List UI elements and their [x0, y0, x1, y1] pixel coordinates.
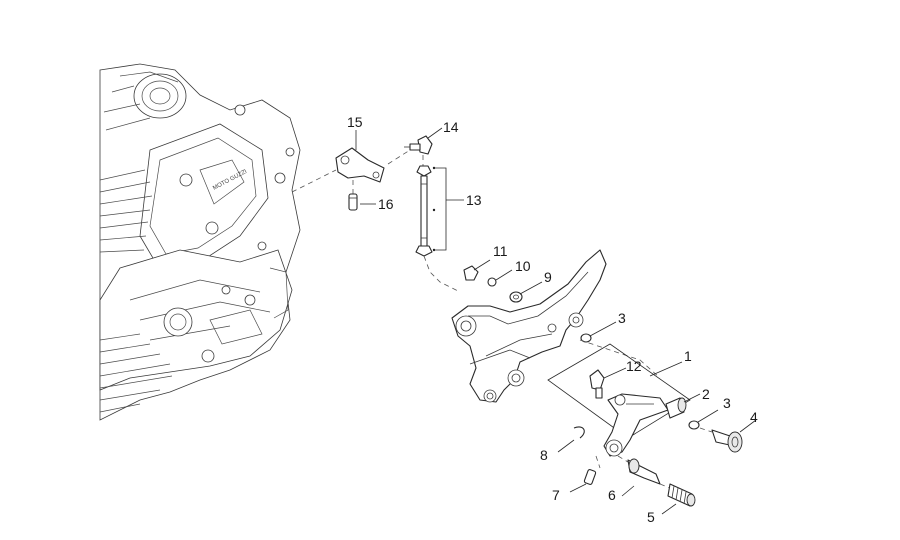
callout-16: 16	[378, 196, 394, 212]
part-7-pin	[569, 455, 601, 493]
part-1-leader	[649, 361, 683, 377]
part-1-group-outline	[547, 343, 691, 439]
callout-12: 12	[626, 358, 642, 374]
engine-assembly: MOTO GUZZI	[99, 63, 301, 421]
callout-14: 14	[443, 119, 459, 135]
callout-10: 10	[515, 258, 531, 274]
callout-3-upper: 3	[618, 310, 626, 326]
footpeg-bracket-plate	[451, 249, 607, 403]
leader-plate-lever	[579, 339, 661, 379]
callout-9: 9	[544, 269, 552, 285]
part-13-shift-rod	[415, 155, 464, 293]
gear-lever-arm	[603, 393, 669, 457]
callout-3-lower: 3	[723, 395, 731, 411]
callout-5: 5	[647, 509, 655, 525]
part-15-bracket	[335, 130, 385, 183]
callout-8: 8	[540, 447, 548, 463]
callout-2: 2	[702, 386, 710, 402]
part-3-washer-upper	[580, 321, 617, 343]
callout-4: 4	[750, 409, 758, 425]
leader-engine-15	[291, 169, 337, 193]
part-5-footpeg-rubber	[659, 483, 696, 515]
part-8-clip	[557, 426, 585, 453]
callout-11: 11	[493, 243, 508, 259]
callout-15: 15	[347, 114, 363, 130]
callout-6: 6	[608, 487, 616, 503]
part-14-ball-joint	[387, 127, 443, 165]
callout-7: 7	[552, 487, 560, 503]
part-6-peg-shaft	[617, 455, 661, 497]
part-4-pivot-bolt	[699, 419, 757, 453]
callout-13: 13	[466, 192, 482, 208]
part-3-washer-lower	[688, 409, 719, 430]
part-2-bushing	[665, 393, 701, 419]
callout-1: 1	[684, 348, 692, 364]
part-9-washer	[509, 281, 543, 303]
part-16-bolt	[348, 180, 376, 211]
part-10-washer	[487, 269, 513, 287]
part-12-ball-joint	[589, 367, 627, 399]
part-11-nut	[463, 259, 491, 281]
